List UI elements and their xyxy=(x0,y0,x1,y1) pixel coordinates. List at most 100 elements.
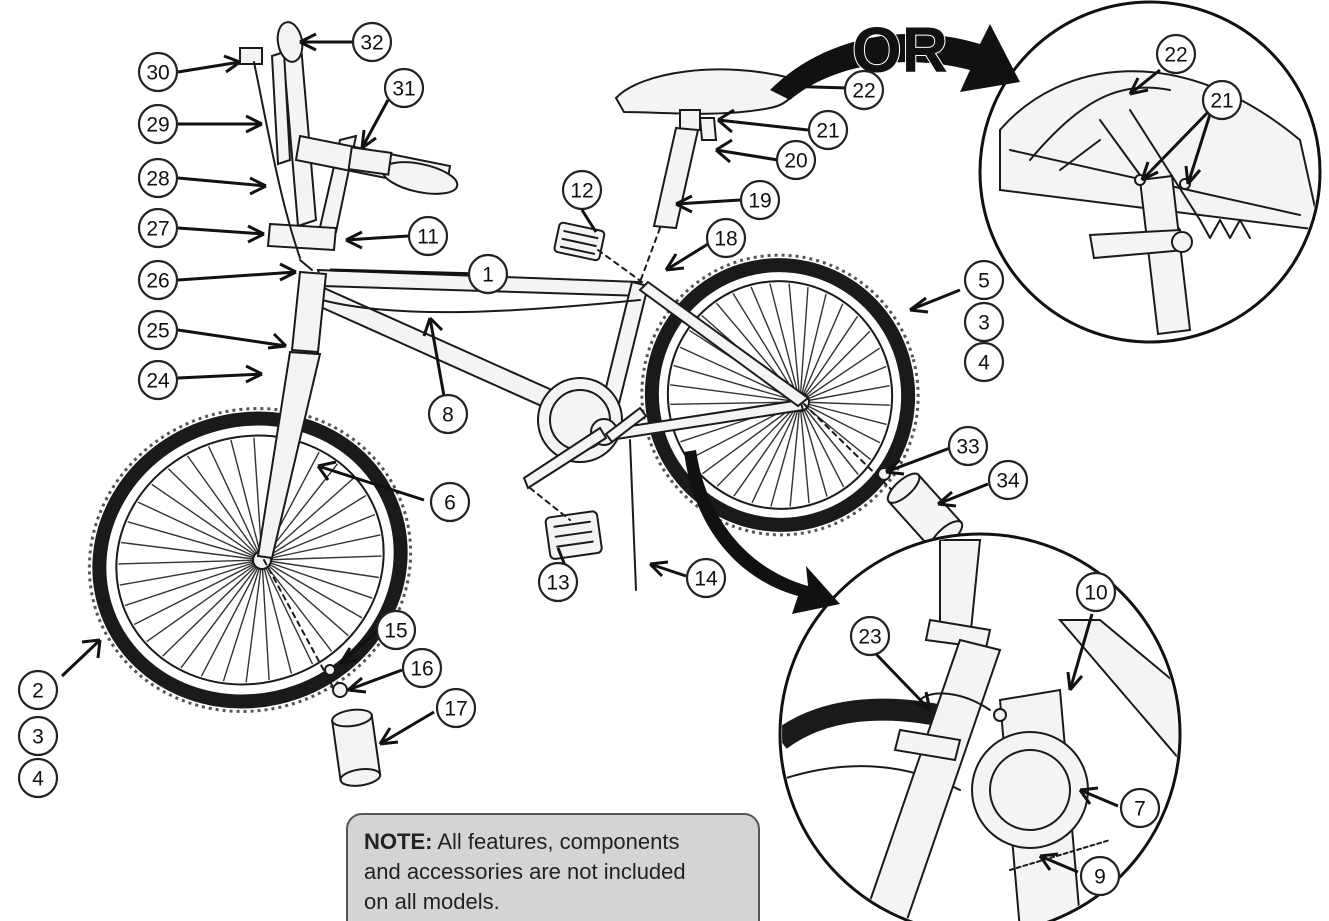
svg-text:16: 16 xyxy=(410,658,433,681)
svg-text:3: 3 xyxy=(32,726,44,749)
callout-21: 21 xyxy=(807,109,849,151)
spoke xyxy=(799,287,809,403)
svg-text:24: 24 xyxy=(146,370,170,393)
spoke xyxy=(799,303,844,403)
svg-text:8: 8 xyxy=(442,404,454,427)
spoke xyxy=(799,401,828,497)
svg-text:15: 15 xyxy=(384,620,407,643)
svg-text:30: 30 xyxy=(146,62,169,85)
callout-18: 18 xyxy=(705,217,747,259)
spoke xyxy=(151,483,263,561)
spoke xyxy=(186,455,263,561)
spoke xyxy=(673,364,801,403)
callout-15: 15 xyxy=(375,609,417,651)
rear-axle-pegs xyxy=(803,403,964,552)
seat-assembly xyxy=(614,68,795,283)
spoke xyxy=(799,330,871,403)
svg-text:6: 6 xyxy=(444,492,456,515)
spoke xyxy=(799,293,827,403)
callout-10: 10 xyxy=(1075,571,1117,613)
svg-text:18: 18 xyxy=(714,228,737,251)
callout-27: 27 xyxy=(137,207,179,249)
svg-text:14: 14 xyxy=(694,568,718,591)
note-line-3: on all models. xyxy=(364,889,500,914)
svg-text:2: 2 xyxy=(32,680,44,703)
svg-text:20: 20 xyxy=(784,150,807,173)
spoke xyxy=(799,401,810,504)
spoke xyxy=(127,521,263,561)
spoke xyxy=(261,513,376,561)
callout-4: 4 xyxy=(963,341,1005,383)
callout-3: 3 xyxy=(963,301,1005,343)
callout-29: 29 xyxy=(137,103,179,145)
callout-13: 13 xyxy=(537,561,579,603)
spoke xyxy=(799,401,845,488)
spoke xyxy=(733,401,801,497)
spoke xyxy=(670,384,801,403)
handlebar-assembly xyxy=(239,21,459,271)
callout-34: 34 xyxy=(987,459,1029,501)
svg-text:4: 4 xyxy=(32,768,44,791)
svg-text:31: 31 xyxy=(392,78,415,101)
svg-text:33: 33 xyxy=(956,436,979,459)
spoke xyxy=(799,401,887,426)
callout-7: 7 xyxy=(1119,787,1161,829)
callout-8: 8 xyxy=(427,393,469,435)
callout-30: 30 xyxy=(137,51,179,93)
spoke xyxy=(799,401,859,475)
svg-text:21: 21 xyxy=(1210,90,1233,113)
detail-arrow xyxy=(684,450,840,614)
svg-text:4: 4 xyxy=(978,352,990,375)
svg-text:17: 17 xyxy=(444,698,467,721)
spoke xyxy=(261,555,382,561)
svg-text:23: 23 xyxy=(858,626,881,649)
spoke xyxy=(133,559,263,626)
spoke xyxy=(261,559,314,665)
drivetrain xyxy=(522,221,648,591)
svg-text:9: 9 xyxy=(1094,866,1106,889)
callout-21: 21 xyxy=(1201,79,1243,121)
callout-28: 28 xyxy=(137,157,179,199)
spoke xyxy=(750,286,801,403)
note-line-1: All features, components xyxy=(432,829,680,854)
spoke xyxy=(751,401,801,504)
callout-17: 17 xyxy=(435,687,477,729)
spoke xyxy=(799,401,890,406)
svg-text:29: 29 xyxy=(146,114,169,137)
front-wheel xyxy=(87,407,413,713)
spoke xyxy=(261,559,293,674)
note-label: NOTE: xyxy=(364,829,433,854)
brake-detail-inset xyxy=(778,532,1182,921)
spoke xyxy=(789,401,801,507)
spoke xyxy=(200,559,263,677)
callout-33: 33 xyxy=(947,425,989,467)
svg-text:1: 1 xyxy=(482,264,494,287)
callout-5: 5 xyxy=(963,259,1005,301)
spoke xyxy=(222,559,263,682)
spoke xyxy=(124,559,263,607)
svg-text:5: 5 xyxy=(978,270,990,293)
svg-text:27: 27 xyxy=(146,218,169,241)
callout-22: 22 xyxy=(1155,33,1197,75)
spoke xyxy=(261,559,333,652)
spoke xyxy=(162,559,263,657)
spoke xyxy=(146,559,263,643)
svg-text:28: 28 xyxy=(146,168,169,191)
spoke xyxy=(799,315,859,403)
callout-19: 19 xyxy=(739,179,781,221)
callout-20: 20 xyxy=(775,139,817,181)
spoke xyxy=(799,385,890,403)
note-box: NOTE: All features, components and acces… xyxy=(346,813,760,921)
callout-12: 12 xyxy=(561,169,603,211)
spoke xyxy=(769,283,801,403)
svg-text:10: 10 xyxy=(1084,582,1107,605)
spoke xyxy=(261,534,381,561)
rear-wheel xyxy=(640,253,920,537)
svg-text:26: 26 xyxy=(146,270,169,293)
or-label: OR xyxy=(852,14,948,86)
svg-text:19: 19 xyxy=(748,190,771,213)
callout-16: 16 xyxy=(401,647,443,689)
spoke xyxy=(799,401,881,444)
